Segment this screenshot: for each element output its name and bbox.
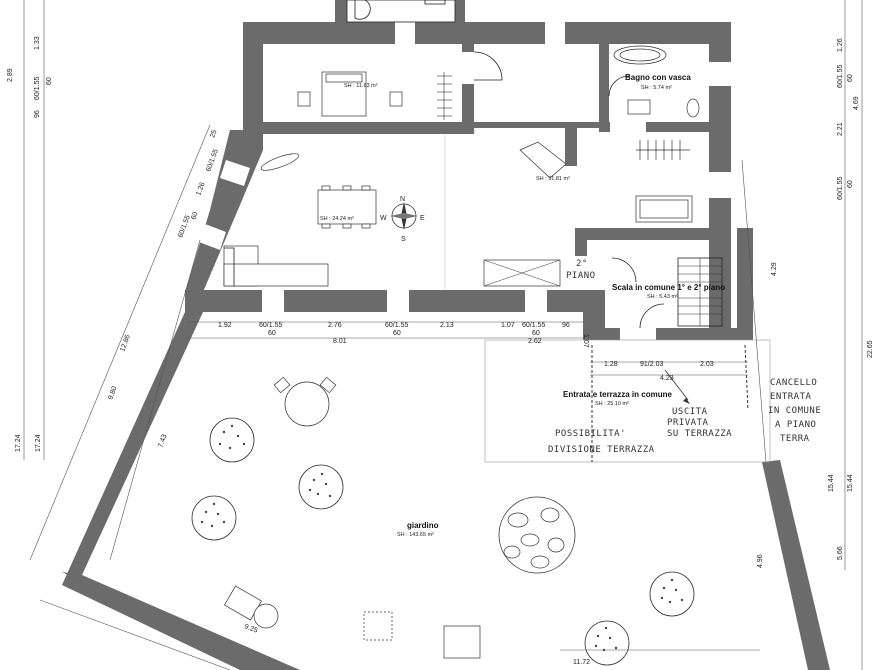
note-uscita-3: SU TERRAZZA <box>667 429 732 439</box>
note-cancello-4: A PIANO <box>775 420 816 430</box>
dims-right: 1.26 60/1.55 60 4.69 2.21 60/1.55 60 4.2… <box>573 38 874 666</box>
dim-diag-2: 60 <box>190 211 199 221</box>
dim-top-4: 60/1.55 <box>385 322 408 329</box>
walls <box>62 0 830 670</box>
kitchen-area: SH : 31.81 m² <box>536 176 570 182</box>
dim-left-3: 60/1.55 <box>34 77 41 100</box>
note-poss-2: DIVISIONE TERRAZZA <box>548 445 655 455</box>
garden-items <box>191 376 695 666</box>
dim-right-7: 60 <box>847 180 854 188</box>
compass <box>390 202 418 230</box>
dim-left-8: 12.86 <box>119 334 132 353</box>
dim-ter-4: 4.23 <box>660 375 674 382</box>
dims-left: 2.89 1.33 60/1.55 96 60 17.24 17.24 12.8… <box>7 36 259 634</box>
dim-ter-2: 91/2.03 <box>640 361 663 368</box>
dims-top-row: 1.92 60/1.55 2.76 60/1.55 2.13 1.07 60/1… <box>218 322 570 329</box>
dims-terrace: 1.28 91/2.03 2.03 4.23 60 1.07 <box>532 330 714 382</box>
dim-ter-3: 2.03 <box>700 361 714 368</box>
dim-left-10: 7.43 <box>157 433 168 448</box>
dim-right-14: 11.72 <box>573 659 590 666</box>
garden-title: giardino <box>407 521 439 530</box>
dim-top-3: 2.76 <box>328 322 342 329</box>
room-labels: SH : 11.63 m² Bagno con vasca SH : 5.74 … <box>320 73 725 538</box>
note-piano-1: 2° <box>576 259 588 269</box>
dim-right-2: 60/1.55 <box>837 65 844 88</box>
dim-left-4: 96 <box>34 110 41 118</box>
stair-area: SH : 5.43 m² <box>647 294 678 300</box>
dim-right-12: 4.96 <box>757 554 764 568</box>
stair <box>611 257 723 329</box>
living-furniture <box>223 153 377 287</box>
bath-area: SH : 5.74 m² <box>641 85 672 91</box>
dim-right-4: 4.69 <box>853 96 860 110</box>
dim-right-8: 4.29 <box>771 262 778 276</box>
compass-e: E <box>420 215 425 222</box>
dim-diag-3: 1.26 <box>195 181 206 196</box>
note-piano-2: PIANO <box>566 271 596 281</box>
note-uscita-1: USCITA <box>672 407 708 417</box>
kitchen-furniture <box>444 128 693 290</box>
compass-s: S <box>401 236 406 243</box>
dim-right-3: 60 <box>847 74 854 82</box>
garden-area: SH : 143.65 m² <box>397 532 434 538</box>
dim-top-8: 96 <box>562 322 570 329</box>
dim-diag-5: 60/1.55 <box>205 148 220 172</box>
compass-n: N <box>400 196 405 203</box>
bedroom-furniture <box>297 51 503 120</box>
dim-left-5: 60 <box>46 77 53 85</box>
note-cancello-3: IN COMUNE <box>768 406 821 416</box>
dim-ter-6: 1.07 <box>582 334 589 348</box>
dims-second-row: 60 8.01 60 2.62 <box>268 330 542 345</box>
dim-left-1: 2.89 <box>7 68 14 82</box>
dim-right-1: 1.26 <box>837 38 844 52</box>
dim-left-11: 9.25 <box>243 623 258 634</box>
dimension-lines <box>23 0 863 670</box>
compass-labels: N S E W <box>380 196 425 243</box>
dim-top-5: 2.13 <box>440 322 454 329</box>
living-area: SH : 24.24 m² <box>320 216 354 222</box>
bath-title: Bagno con vasca <box>625 73 691 82</box>
dim-top-2: 60/1.55 <box>259 322 282 329</box>
dim-left-7: 17.24 <box>35 434 42 452</box>
dim-right-9: 22.65 <box>867 340 874 358</box>
terrace-title: Entrata e terrazza in comune <box>563 390 672 399</box>
bathroom-furniture <box>608 45 700 118</box>
dim-top-6: 1.07 <box>501 322 515 329</box>
terrace-area-value: SH : 25.10 m² <box>595 401 629 407</box>
dim-ter-1: 1.28 <box>604 361 618 368</box>
dim-sec-3: 60 <box>393 330 401 337</box>
handwritten-notes: 2° PIANO USCITA PRIVATA SU TERRAZZA POSS… <box>548 259 821 455</box>
dim-right-5: 2.21 <box>837 122 844 136</box>
dim-top-1: 1.92 <box>218 322 232 329</box>
dim-top-7: 60/1.55 <box>522 322 545 329</box>
dim-diag-4: 25 <box>209 129 218 139</box>
dim-right-13: 5.66 <box>837 546 844 560</box>
dim-left-2: 1.33 <box>34 36 41 50</box>
note-uscita-2: PRIVATA <box>667 418 709 428</box>
note-cancello-2: ENTRATA <box>770 392 812 402</box>
dim-sec-4: 2.62 <box>528 338 542 345</box>
note-cancello-1: CANCELLO <box>770 378 817 388</box>
dim-ter-5: 60 <box>532 330 540 337</box>
dim-left-9: 9.80 <box>107 385 118 400</box>
compass-w: W <box>380 215 387 222</box>
note-poss-1: POSSIBILITA' <box>555 429 626 439</box>
stair-title: Scala in comune 1° e 2° piano <box>612 283 725 292</box>
top-entry <box>346 0 456 23</box>
bedroom-area: SH : 11.63 m² <box>344 83 378 89</box>
dim-left-6: 17.24 <box>15 434 22 452</box>
dim-right-11: 15.44 <box>847 474 854 492</box>
dim-sec-2: 8.01 <box>333 338 347 345</box>
dim-right-6: 60/1.55 <box>837 177 844 200</box>
dim-right-10: 15.44 <box>828 474 835 492</box>
dim-sec-1: 60 <box>268 330 276 337</box>
note-cancello-5: TERRA <box>780 434 810 444</box>
